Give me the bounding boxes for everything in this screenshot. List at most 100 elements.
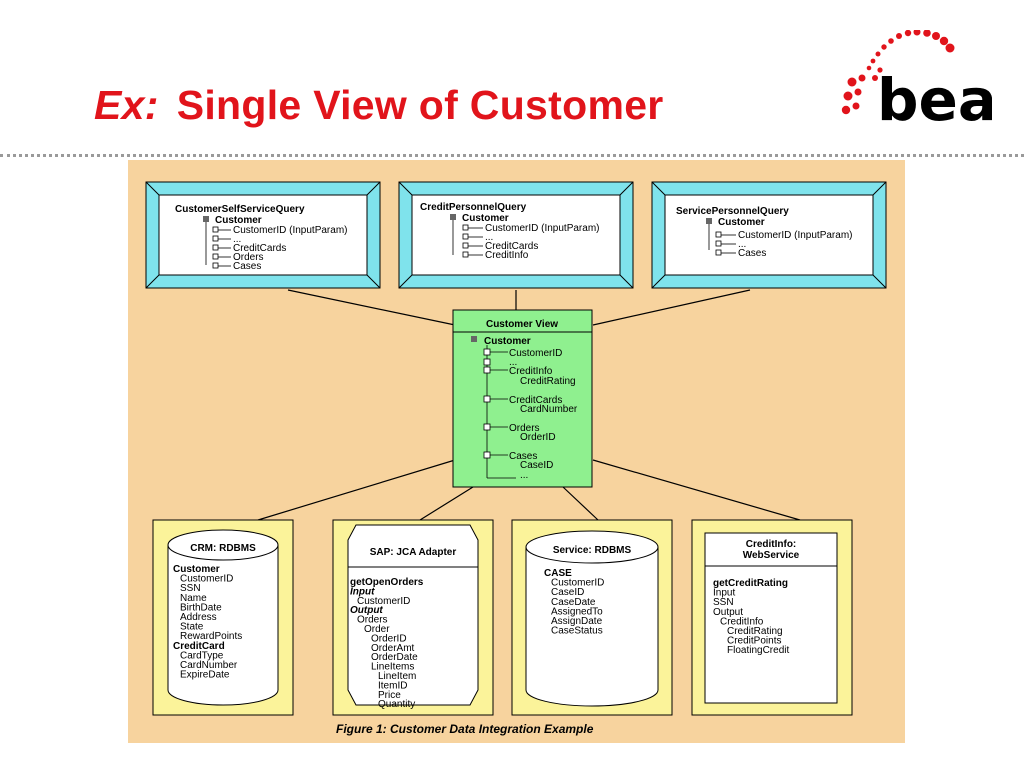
query-item: CustomerID (InputParam) bbox=[233, 225, 347, 236]
source-field: Orders bbox=[357, 615, 388, 626]
query-item: CustomerID (InputParam) bbox=[485, 223, 599, 234]
slide-title: Ex: Single View of Customer bbox=[94, 82, 664, 129]
source-field: CustomerID bbox=[357, 596, 410, 607]
source-field: Order bbox=[364, 624, 390, 635]
source-field: Output bbox=[350, 605, 383, 616]
view-subitem: CardNumber bbox=[520, 404, 578, 415]
query-box-customerselfservice: CustomerSelfServiceQuery Customer Custom… bbox=[145, 181, 381, 289]
logo-text: bea bbox=[877, 66, 992, 130]
query-item: CreditCards bbox=[485, 241, 538, 252]
query-title: CreditPersonnelQuery bbox=[420, 202, 527, 213]
source-title: CRM: RDBMS bbox=[190, 543, 256, 554]
source-field: Price bbox=[378, 690, 401, 701]
source-field: SSN bbox=[713, 597, 734, 608]
query-box-creditpersonnel: CreditPersonnelQuery Customer CustomerID… bbox=[398, 181, 634, 289]
query-item: Cases bbox=[738, 248, 766, 259]
source-field: BirthDate bbox=[180, 602, 222, 613]
source-lines: CustomerCustomerIDSSNNameBirthDateAddres… bbox=[173, 564, 242, 681]
title-main: Single View of Customer bbox=[176, 82, 664, 128]
query-item: ... bbox=[485, 232, 493, 243]
source-field: OrderAmt bbox=[371, 643, 415, 654]
query-box-servicepersonnel: ServicePersonnelQuery Customer CustomerI… bbox=[651, 181, 887, 289]
source-field: Address bbox=[180, 612, 217, 623]
query-item: Cases bbox=[233, 261, 261, 272]
source-field: Input bbox=[350, 586, 375, 597]
source-crm: CRM: RDBMS CustomerCustomerIDSSNNameBirt… bbox=[152, 519, 294, 716]
source-field: ItemID bbox=[378, 680, 407, 691]
source-field: getCreditRating bbox=[713, 578, 788, 589]
source-field: CASE bbox=[544, 568, 572, 579]
source-field: CaseDate bbox=[551, 597, 596, 608]
source-title: SAP: JCA Adapter bbox=[370, 547, 457, 558]
source-field: CustomerID bbox=[180, 574, 233, 585]
source-lines: CASECustomerIDCaseIDCaseDateAssignedToAs… bbox=[544, 568, 604, 637]
source-title: Service: RDBMS bbox=[553, 545, 632, 556]
source-field: SSN bbox=[180, 583, 201, 594]
query-root: Customer bbox=[215, 215, 262, 226]
source-field: LineItem bbox=[378, 671, 416, 682]
source-title: CreditInfo: bbox=[746, 539, 797, 550]
title-prefix: Ex: bbox=[94, 82, 159, 128]
diagram-panel: CustomerSelfServiceQuery Customer Custom… bbox=[128, 160, 905, 743]
source-field: AssignedTo bbox=[551, 606, 603, 617]
source-lines: getOpenOrdersInputCustomerIDOutputOrders… bbox=[350, 577, 424, 710]
view-subitem: OrderID bbox=[520, 432, 556, 443]
query-root: Customer bbox=[718, 217, 765, 228]
source-field: getOpenOrders bbox=[350, 577, 424, 588]
source-field: CustomerID bbox=[551, 578, 604, 589]
query-item: ... bbox=[738, 239, 746, 250]
customer-view-box: Customer View Customer CustomerID ... Cr… bbox=[452, 309, 593, 488]
source-field: ExpireDate bbox=[180, 670, 230, 681]
view-item: Cases bbox=[509, 451, 537, 462]
query-title: CustomerSelfServiceQuery bbox=[175, 204, 305, 215]
source-field: Input bbox=[713, 588, 735, 599]
source-field: CardType bbox=[180, 650, 224, 661]
source-title-2: WebService bbox=[743, 550, 800, 561]
source-field: CreditCard bbox=[173, 641, 225, 652]
source-field: RewardPoints bbox=[180, 631, 242, 642]
customer-view-root: Customer bbox=[484, 336, 531, 347]
view-subitem: ... bbox=[520, 470, 528, 481]
query-title: ServicePersonnelQuery bbox=[676, 206, 789, 217]
source-field: FloatingCredit bbox=[727, 645, 789, 656]
source-field: OrderID bbox=[371, 633, 407, 644]
query-item: Orders bbox=[233, 252, 264, 263]
view-subitem: CreditRating bbox=[520, 376, 576, 387]
view-subitem: CaseID bbox=[520, 460, 553, 471]
source-field: CaseStatus bbox=[551, 626, 603, 637]
source-field: Quantity bbox=[378, 699, 415, 710]
query-item: CreditInfo bbox=[485, 250, 529, 261]
source-field: AssignDate bbox=[551, 616, 603, 627]
source-field: Customer bbox=[173, 564, 220, 575]
source-sap: SAP: JCA Adapter getOpenOrdersInputCusto… bbox=[332, 519, 494, 716]
title-divider bbox=[0, 154, 1024, 157]
diagram-canvas: CustomerSelfServiceQuery Customer Custom… bbox=[145, 181, 887, 736]
query-item: CreditCards bbox=[233, 243, 286, 254]
logo-dots bbox=[841, 30, 955, 115]
source-field: OrderDate bbox=[371, 652, 418, 663]
connector-lines bbox=[257, 289, 801, 521]
source-field: CreditRating bbox=[727, 626, 783, 637]
view-item: CreditInfo bbox=[509, 366, 553, 377]
source-service: Service: RDBMS CASECustomerIDCaseIDCaseD… bbox=[511, 519, 673, 716]
source-field: CardNumber bbox=[180, 660, 238, 671]
query-item: ... bbox=[233, 234, 241, 245]
source-field: CreditInfo bbox=[720, 616, 764, 627]
source-lines: getCreditRatingInputSSNOutputCreditInfoC… bbox=[713, 578, 789, 656]
source-field: CaseID bbox=[551, 587, 584, 598]
query-root: Customer bbox=[462, 213, 509, 224]
view-item: CustomerID bbox=[509, 348, 562, 359]
view-item: CreditCards bbox=[509, 395, 562, 406]
view-item: Orders bbox=[509, 423, 540, 434]
source-field: LineItems bbox=[371, 662, 414, 673]
source-creditinfo: CreditInfo: WebService getCreditRatingIn… bbox=[691, 519, 853, 716]
source-field: Output bbox=[713, 607, 743, 618]
figure-caption: Figure 1: Customer Data Integration Exam… bbox=[336, 722, 594, 736]
source-field: State bbox=[180, 622, 204, 633]
customer-view-title: Customer View bbox=[486, 319, 558, 330]
bea-logo: bea bbox=[841, 30, 992, 130]
query-item: CustomerID (InputParam) bbox=[738, 230, 852, 241]
source-field: Name bbox=[180, 593, 207, 604]
source-field: CreditPoints bbox=[727, 636, 781, 647]
view-item: ... bbox=[509, 357, 517, 368]
